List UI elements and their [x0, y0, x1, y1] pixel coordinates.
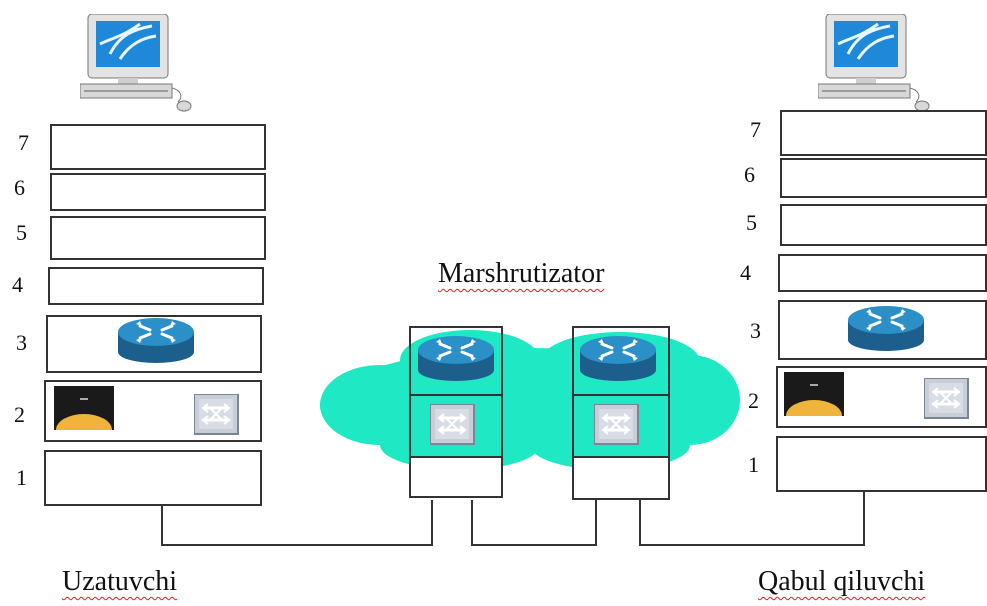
sender-layer-6-number: 6 — [14, 175, 25, 200]
sender-layer-3-number: 3 — [16, 330, 27, 355]
receiver-title: Qabul qiluvchi — [758, 566, 926, 597]
sender-layer-4-box — [48, 267, 264, 305]
sender-layer-7-box — [50, 124, 266, 170]
receiver-layer-1-box — [776, 436, 987, 492]
computer-icon — [80, 14, 192, 112]
modem-icon — [784, 372, 844, 416]
receiver-layer-6-number: 6 — [744, 162, 755, 187]
link-line-right — [639, 492, 865, 546]
sender-layer-5-box — [50, 216, 266, 260]
sender-title: Uzatuvchi — [62, 566, 178, 597]
router-b-layer-1-box — [572, 456, 670, 500]
sender-layer-7-number: 7 — [18, 130, 29, 155]
receiver-layer-7-number: 7 — [750, 117, 761, 142]
receiver-layer-4-box — [778, 254, 987, 292]
switch-icon — [194, 394, 240, 436]
sender-layer-2-number: 2 — [14, 402, 25, 427]
link-line-middle — [471, 500, 597, 546]
router-icon — [418, 336, 496, 383]
sender-layer-4-number: 4 — [12, 272, 23, 297]
router-icon — [580, 336, 658, 383]
sender-layer-1-number: 1 — [16, 465, 27, 490]
computer-icon — [818, 14, 930, 112]
modem-icon — [54, 386, 114, 430]
switch-icon — [924, 378, 970, 420]
link-line-left — [161, 500, 433, 546]
receiver-layer-3-number: 3 — [750, 318, 761, 343]
sender-layer-5-number: 5 — [16, 220, 27, 245]
sender-layer-6-box — [50, 173, 266, 211]
receiver-layer-5-box — [780, 204, 987, 246]
router-icon — [848, 306, 926, 353]
switch-icon — [594, 404, 640, 446]
receiver-layer-2-number: 2 — [748, 388, 759, 413]
router-title: Marshrutizator — [438, 258, 605, 289]
receiver-layer-5-number: 5 — [746, 210, 757, 235]
receiver-layer-1-number: 1 — [748, 452, 759, 477]
router-a-layer-1-box — [409, 456, 503, 498]
receiver-layer-7-box — [780, 110, 987, 156]
sender-layer-1-box — [44, 450, 262, 506]
switch-icon — [430, 404, 476, 446]
receiver-layer-6-box — [780, 158, 987, 198]
network-cloud — [320, 330, 740, 470]
router-icon — [118, 318, 196, 365]
receiver-layer-4-number: 4 — [740, 260, 751, 285]
